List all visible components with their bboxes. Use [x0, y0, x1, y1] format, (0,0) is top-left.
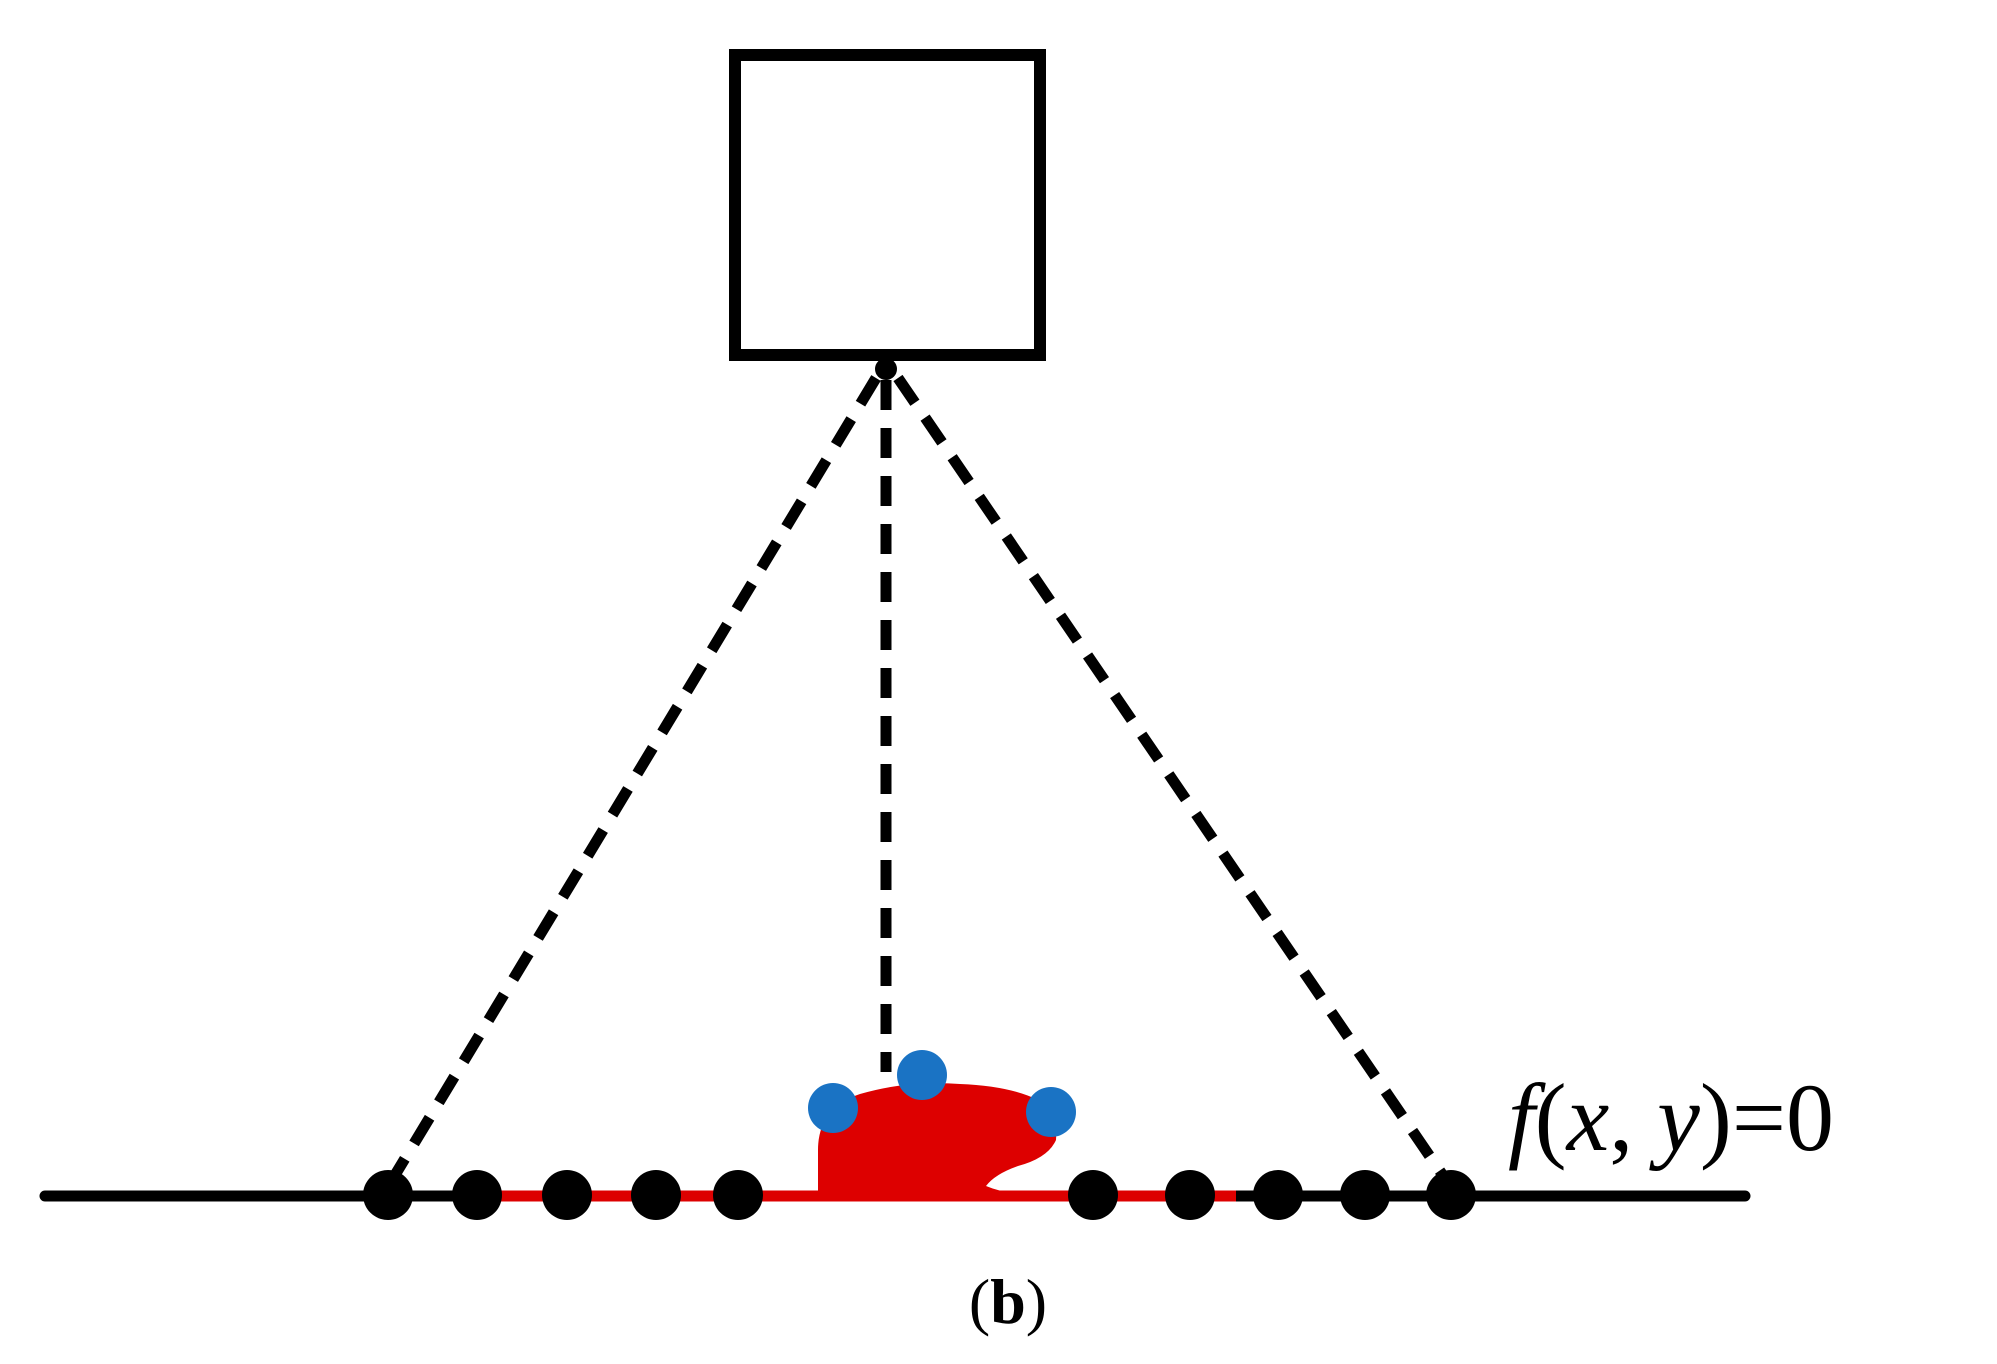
ground-point [1253, 1170, 1303, 1220]
highlight-point [808, 1083, 858, 1133]
ground-point [452, 1170, 502, 1220]
highlight-point [897, 1050, 947, 1100]
equation-x: x [1565, 1064, 1610, 1171]
ground-point [631, 1170, 681, 1220]
ground-point [542, 1170, 592, 1220]
sensor-origin-point [875, 358, 897, 380]
projection-ray-left [387, 375, 881, 1183]
ground-points [363, 1170, 1476, 1220]
equation-equals-zero: =0 [1732, 1064, 1834, 1171]
ground-point [1426, 1170, 1476, 1220]
equation-close-paren: ) [1700, 1064, 1732, 1171]
figure-caption: (b) [969, 1266, 1047, 1337]
caption-open-paren: ( [969, 1266, 990, 1337]
ground-point [1068, 1170, 1118, 1220]
equation-open-paren: ( [1535, 1064, 1567, 1171]
object-shape [818, 1083, 1057, 1194]
highlight-point [1026, 1087, 1076, 1137]
projection-ray-right [893, 374, 1451, 1184]
equation-y: y [1648, 1064, 1700, 1171]
ground-point [363, 1170, 413, 1220]
equation-label: f(x, y)=0 [1508, 1064, 1834, 1171]
ground-point [713, 1170, 763, 1220]
caption-letter: b [990, 1266, 1026, 1337]
equation-comma: , [1609, 1064, 1657, 1171]
ground-point [1165, 1170, 1215, 1220]
highlight-points [808, 1050, 1076, 1137]
sensor-box [729, 49, 1046, 361]
ground-point [1340, 1170, 1390, 1220]
caption-close-paren: ) [1026, 1266, 1047, 1337]
